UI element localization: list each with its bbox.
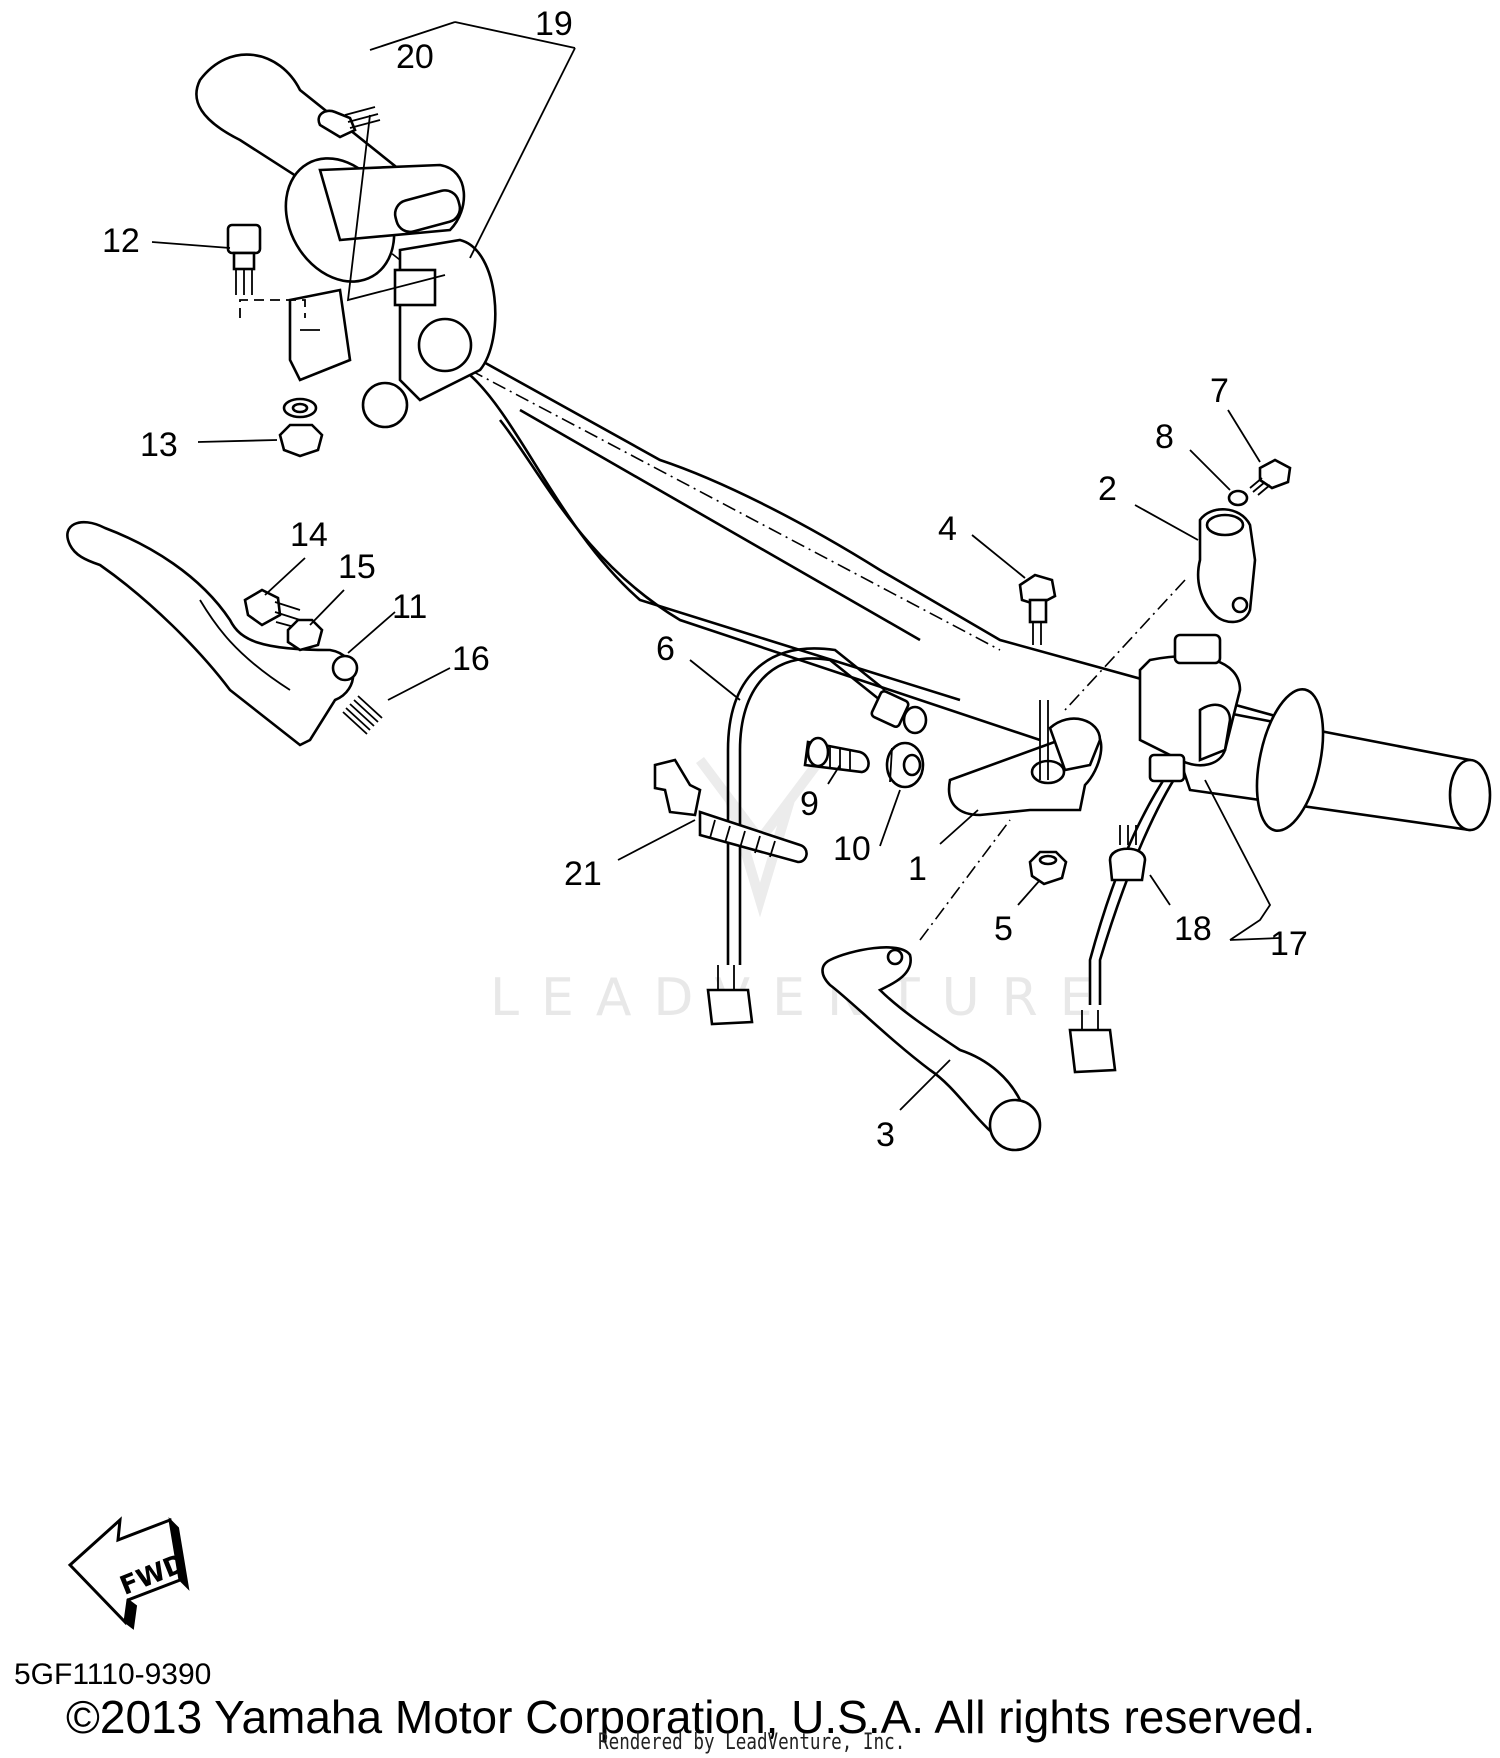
callout-11: 11 xyxy=(392,588,427,626)
screw-20 xyxy=(317,106,446,302)
callout-8: 8 xyxy=(1155,418,1174,456)
rendered-by-notice: Rendered by LeadVenture, Inc. xyxy=(598,1730,906,1755)
callout-12: 12 xyxy=(102,222,140,260)
nut-15 xyxy=(286,618,324,652)
callout-21: 21 xyxy=(564,855,602,893)
lever-holder-1 xyxy=(947,700,1103,817)
callout-15: 15 xyxy=(338,548,376,586)
pivot-bolt-4 xyxy=(1018,573,1057,645)
callout-14: 14 xyxy=(290,516,328,554)
nut-5 xyxy=(1028,850,1068,886)
cable-tie-21 xyxy=(653,758,808,864)
callout-10: 10 xyxy=(833,830,871,868)
brake-lever-11 xyxy=(66,520,359,747)
screw-14 xyxy=(243,588,301,629)
left-grip xyxy=(1158,687,1492,833)
watermark-text: LEADVENTURE xyxy=(490,968,1115,1028)
callout-4: 4 xyxy=(938,510,957,548)
callout-2: 2 xyxy=(1098,470,1117,508)
callout-1: 1 xyxy=(908,850,927,888)
pivot-bolt-12 xyxy=(226,223,306,318)
callout-19: 19 xyxy=(535,5,573,43)
callout-13: 13 xyxy=(140,426,178,464)
callout-18: 18 xyxy=(1174,910,1212,948)
callout-17: 17 xyxy=(1270,925,1308,963)
spring-16 xyxy=(342,695,383,735)
adjuster-9 xyxy=(803,736,870,774)
bolt-7 xyxy=(1249,458,1292,496)
callout-6: 6 xyxy=(656,630,675,668)
copyright-notice: ©2013 Yamaha Motor Corporation, U.S.A. A… xyxy=(66,1691,1316,1743)
switch-housing-17 xyxy=(1068,633,1242,1074)
locknut-10 xyxy=(885,741,925,789)
clamp-2 xyxy=(1064,508,1257,711)
callout-20: 20 xyxy=(396,38,434,76)
diagram-code: 5GF1110-9390 xyxy=(14,1658,212,1691)
callout-labels: 19 20 12 13 14 15 11 16 7 8 2 4 6 9 10 1… xyxy=(102,5,1308,1154)
screw-18 xyxy=(1108,825,1147,882)
callout-7: 7 xyxy=(1210,372,1229,410)
callout-16: 16 xyxy=(452,640,490,678)
callout-3: 3 xyxy=(876,1116,895,1154)
washer-8 xyxy=(1227,489,1249,507)
clutch-lever-3 xyxy=(821,946,1042,1152)
throttle-assembly xyxy=(195,53,497,429)
leader-lines xyxy=(151,21,1281,1111)
nut-13 xyxy=(278,397,324,458)
callout-5: 5 xyxy=(994,910,1013,948)
clutch-switch-6 xyxy=(706,647,928,1026)
callout-9: 9 xyxy=(800,785,819,823)
fwd-arrow: FWD xyxy=(67,1516,190,1630)
